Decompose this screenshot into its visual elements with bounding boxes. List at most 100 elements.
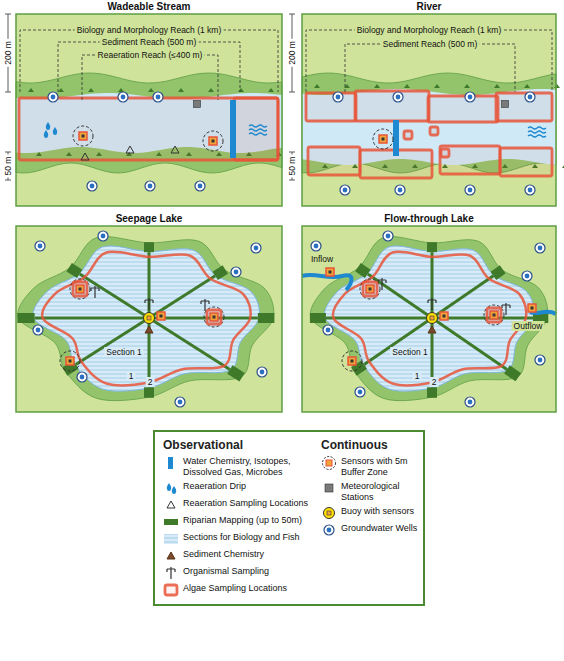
organismal-sampling [167,567,175,579]
vegetation [268,88,274,92]
legend-swatch [164,519,178,525]
vegetation [148,88,154,92]
legend-symbol [163,549,179,563]
legend-text: Groundwater Wells [341,523,417,534]
riparian-transect [17,313,34,323]
legend-item: Algae Sampling Locations [163,583,315,597]
legend-symbol [163,515,179,529]
groundwater-well [525,92,535,102]
sensor-station [70,279,90,299]
sensor-station [323,457,336,470]
panel-frame [16,226,282,412]
legend-symbol [163,456,179,470]
legend-symbol [321,523,337,537]
riparian-transect [507,369,518,377]
reaeration-sampling [171,146,179,153]
flow-symbol [249,125,267,127]
panel-ground [302,14,556,206]
groundwater-well [324,525,334,535]
vegetation [404,84,410,88]
reach-bracket [306,30,552,92]
groundwater-well [35,241,45,251]
reach-label: Biology and Morphology Reach (1 km) [75,25,224,35]
dimension-label: 200 m [3,39,13,67]
section-line [326,317,432,320]
organismal-sampling [428,298,436,310]
legend-item: Sections for Biology and Fish [163,532,315,546]
legend-box: ObservationalContinuousWater Chemistry, … [153,430,425,606]
algae-sampling [207,310,221,324]
algae-sampling [19,98,278,160]
vegetation [118,88,124,92]
site-label: Outflow [512,321,545,331]
legend-text: Algae Sampling Locations [183,583,287,594]
vegetation [314,84,320,88]
organismal-sampling [502,303,510,315]
groundwater-well [393,92,403,102]
riparian-transect [144,242,154,252]
legend-swatch [168,457,173,469]
reaeration-drip [46,122,51,130]
reaeration-sampling [81,153,89,160]
reaeration-drip [167,483,172,491]
legend-text: Sensors with 5m Buffer Zone [341,456,421,478]
groundwater-well [333,92,343,102]
groundwater-well [395,185,405,195]
groundwater-well [323,325,333,335]
vegetation [58,88,64,92]
reach-label: Biology and Morphology Reach (1 km) [355,25,504,35]
riparian-transect [493,269,502,275]
groundwater-well [465,397,475,407]
flow-symbol [528,131,546,133]
legend-symbol [163,498,179,512]
groundwater-well [48,92,58,102]
vegetation [464,84,470,88]
panel-title: River [302,1,556,13]
buoy [324,508,335,519]
vegetation [88,88,94,92]
site-label: 2 [146,377,155,387]
groundwater-well [355,387,365,397]
panel-title: Wadeable Stream [16,1,282,13]
legend-swatch [325,484,333,492]
sensor-station [440,312,448,320]
groundwater-well [525,185,535,195]
vegetation [208,88,214,92]
algae-sampling [440,146,500,174]
flow-symbol [528,127,546,129]
legend-text: Sediment Chemistry [183,549,264,560]
sensor-station [484,305,504,325]
sediment-chemistry [145,326,153,333]
lake [33,246,260,391]
reaeration-drip [44,130,49,138]
groundwater-well [465,185,475,195]
riparian-transect [258,313,275,323]
dimension-label: 200 m [287,39,297,67]
legend-item: Reaeration Drip [163,481,315,495]
site-label: Section 1 [390,347,429,357]
riparian-transect [230,369,242,377]
sensor-station [528,304,536,312]
water-chemistry-site [393,120,399,156]
reach-bracket [20,30,278,92]
groundwater-well [77,372,87,382]
reaeration-sampling [126,146,134,153]
groundwater-well [195,181,205,191]
panel-frame [16,14,282,206]
groundwater-well [535,355,545,365]
legend-symbol [163,566,179,580]
legend-heading: Continuous [321,438,388,452]
organismal-sampling [378,278,386,290]
sediment-chemistry [428,326,436,333]
groundwater-well [33,325,43,335]
riparian-transect [310,313,326,323]
riparian-transect [427,387,437,398]
riparian-transect [427,242,437,252]
flow-symbol [249,129,267,131]
legend-text: Sections for Biology and Fish [183,532,300,543]
algae-sampling [496,93,552,121]
panel-ground [16,14,282,206]
sensor-station [203,131,223,151]
panel-title: Seepage Lake [16,213,282,225]
groundwater-well [175,397,185,407]
